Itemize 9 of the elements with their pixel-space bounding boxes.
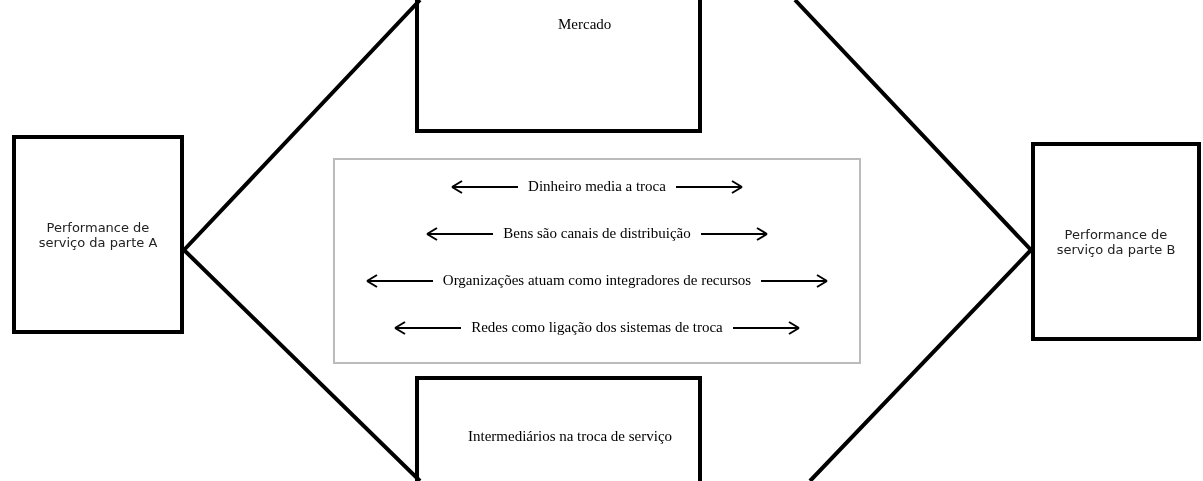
party-box: Performance de serviço da parte B (1031, 142, 1201, 341)
text-panel (333, 158, 861, 364)
party-box: Performance de serviço da parte A (12, 135, 184, 334)
panel-text: Organizações atuam como integradores de recursos (442, 272, 752, 289)
panel-text: Bens são canais de distribuição (503, 225, 691, 242)
notch-label: Mercado (558, 16, 612, 33)
notch-label: Intermediários na troca de serviço (468, 428, 673, 445)
panel-text: Redes como ligação dos sistemas de troca (471, 319, 723, 336)
panel-text: Dinheiro media a troca (528, 178, 666, 195)
